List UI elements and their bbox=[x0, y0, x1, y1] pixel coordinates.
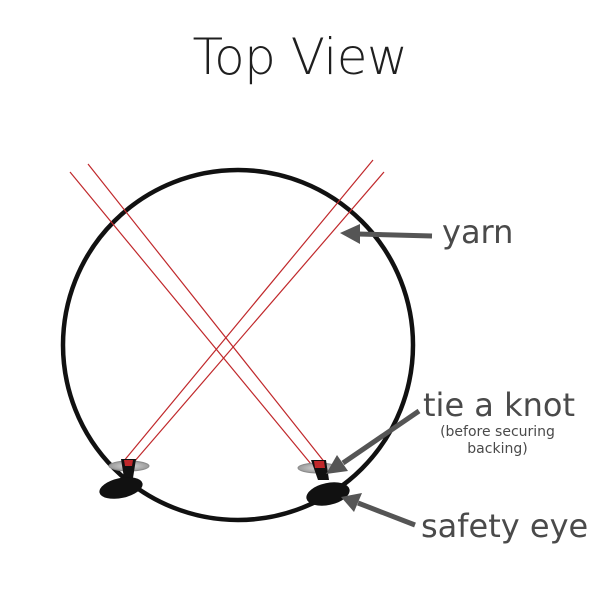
arrow-yarn bbox=[340, 224, 433, 244]
yarn-strand-3 bbox=[122, 159, 374, 463]
diagram-title: Top View bbox=[192, 28, 408, 86]
arrow-safety-eye bbox=[341, 493, 416, 528]
label-tie-knot: tie a knot bbox=[423, 386, 576, 424]
right-knot bbox=[314, 461, 325, 468]
label-tie-knot-note: (before securing backing) bbox=[440, 424, 555, 457]
arrow-tie-knot bbox=[326, 408, 421, 474]
right-eye-disc bbox=[306, 482, 350, 506]
label-safety-eye: safety eye bbox=[421, 507, 589, 545]
yarn-strands bbox=[69, 159, 385, 465]
label-yarn: yarn bbox=[442, 213, 514, 251]
left-knot bbox=[124, 460, 133, 466]
left-safety-eye bbox=[99, 459, 150, 499]
yarn-strand-1 bbox=[69, 171, 312, 465]
right-safety-eye bbox=[297, 460, 350, 506]
yarn-strand-4 bbox=[133, 171, 385, 463]
left-eye-disc bbox=[99, 477, 143, 499]
yarn-strand-2 bbox=[87, 163, 327, 465]
ball-outline bbox=[60, 167, 416, 523]
